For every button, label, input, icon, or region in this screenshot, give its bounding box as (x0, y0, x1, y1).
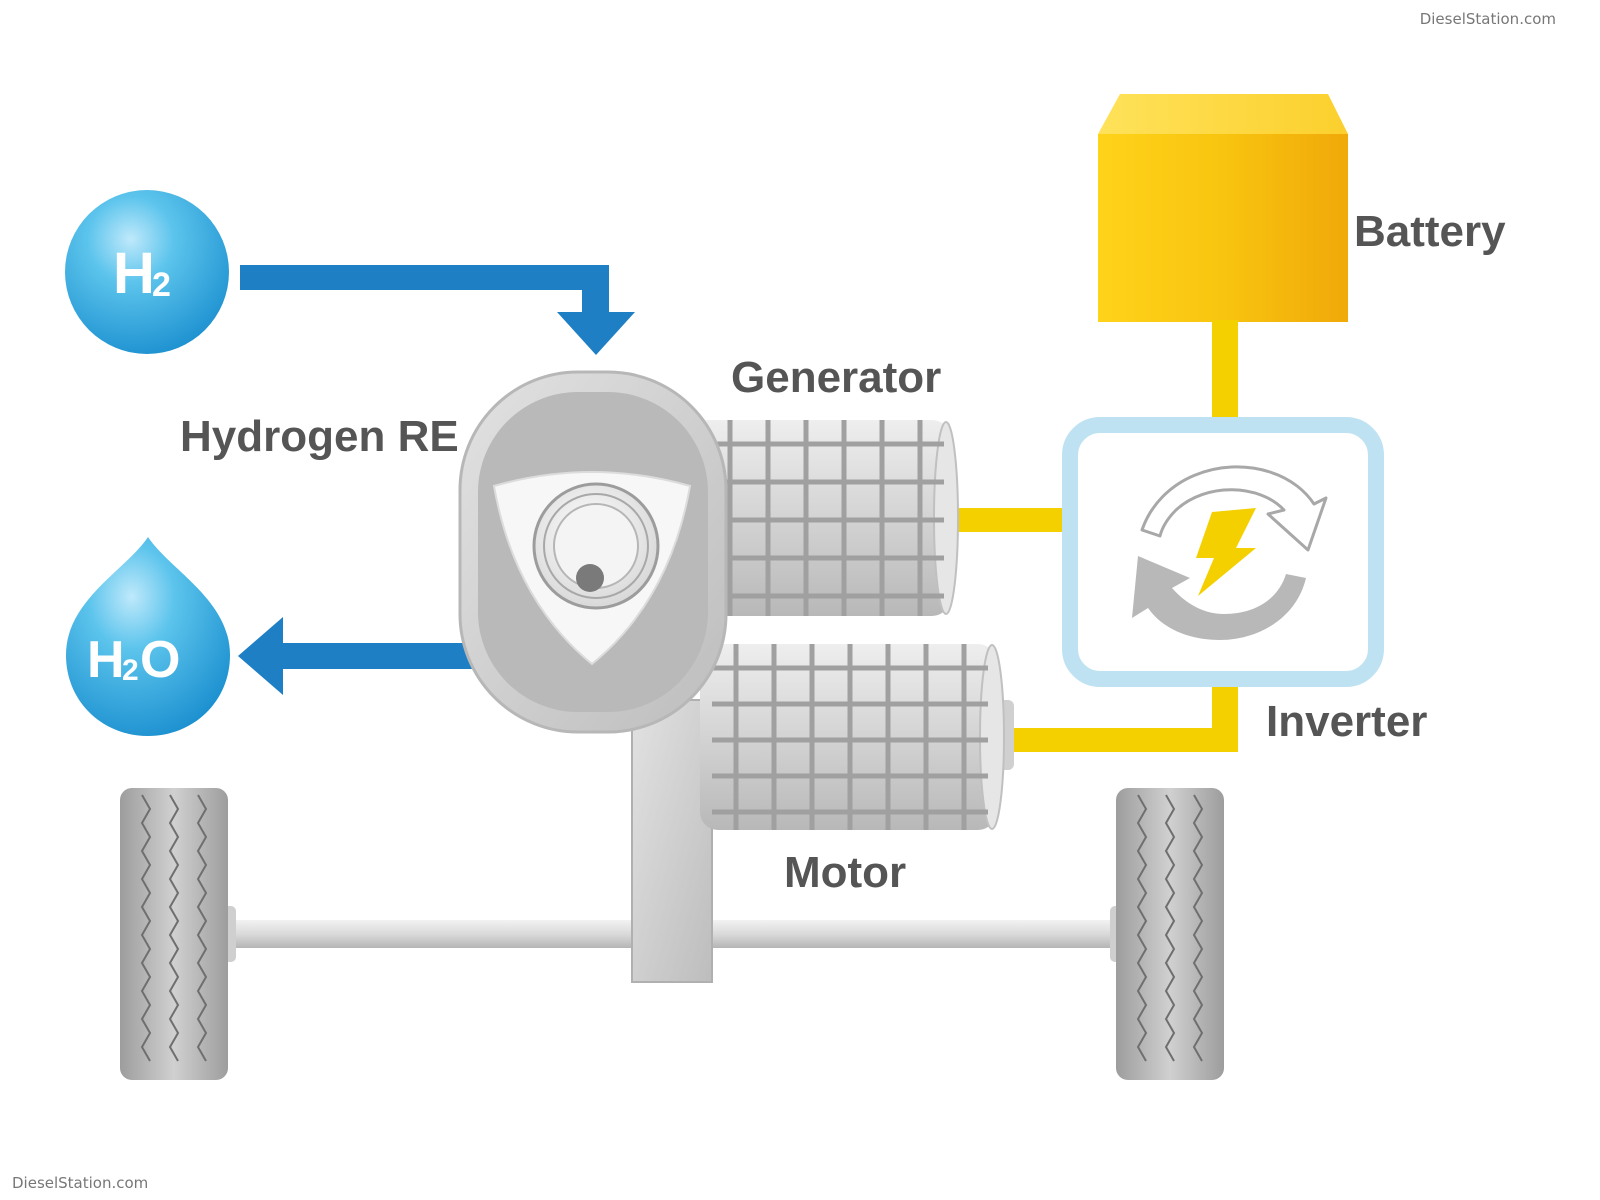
inverter-label: Inverter (1266, 697, 1427, 746)
h2o-label-subscript: 2 (122, 654, 139, 687)
electric-wires (950, 320, 1238, 752)
motor-label: Motor (784, 848, 906, 897)
motor-cylinder (700, 644, 1014, 830)
h2o-label-o: O (140, 631, 180, 689)
rotary-engine (458, 370, 728, 734)
hydrogen-bubble-icon: H 2 (65, 190, 229, 354)
h2o-label-h: H (87, 631, 125, 689)
watermark-top: DieselStation.com (1420, 10, 1556, 28)
h2-label-h: H (113, 241, 155, 306)
h2-supply-arrow (240, 265, 635, 355)
watermark-bottom: DieselStation.com (12, 1174, 148, 1192)
generator-label: Generator (731, 353, 941, 402)
battery-label: Battery (1354, 207, 1506, 256)
lightning-bolt-icon (1196, 508, 1256, 596)
battery-block (1098, 94, 1348, 322)
hydrogen-re-label: Hydrogen RE (180, 412, 459, 461)
h2o-exhaust-arrow (238, 617, 478, 695)
left-wheel (120, 788, 228, 1080)
right-wheel (1116, 788, 1224, 1080)
refresh-cycle-icon (1132, 465, 1328, 640)
water-drop-icon: H 2 O (66, 537, 230, 736)
generator-cylinder (690, 420, 959, 616)
h2-label-subscript: 2 (152, 266, 171, 304)
